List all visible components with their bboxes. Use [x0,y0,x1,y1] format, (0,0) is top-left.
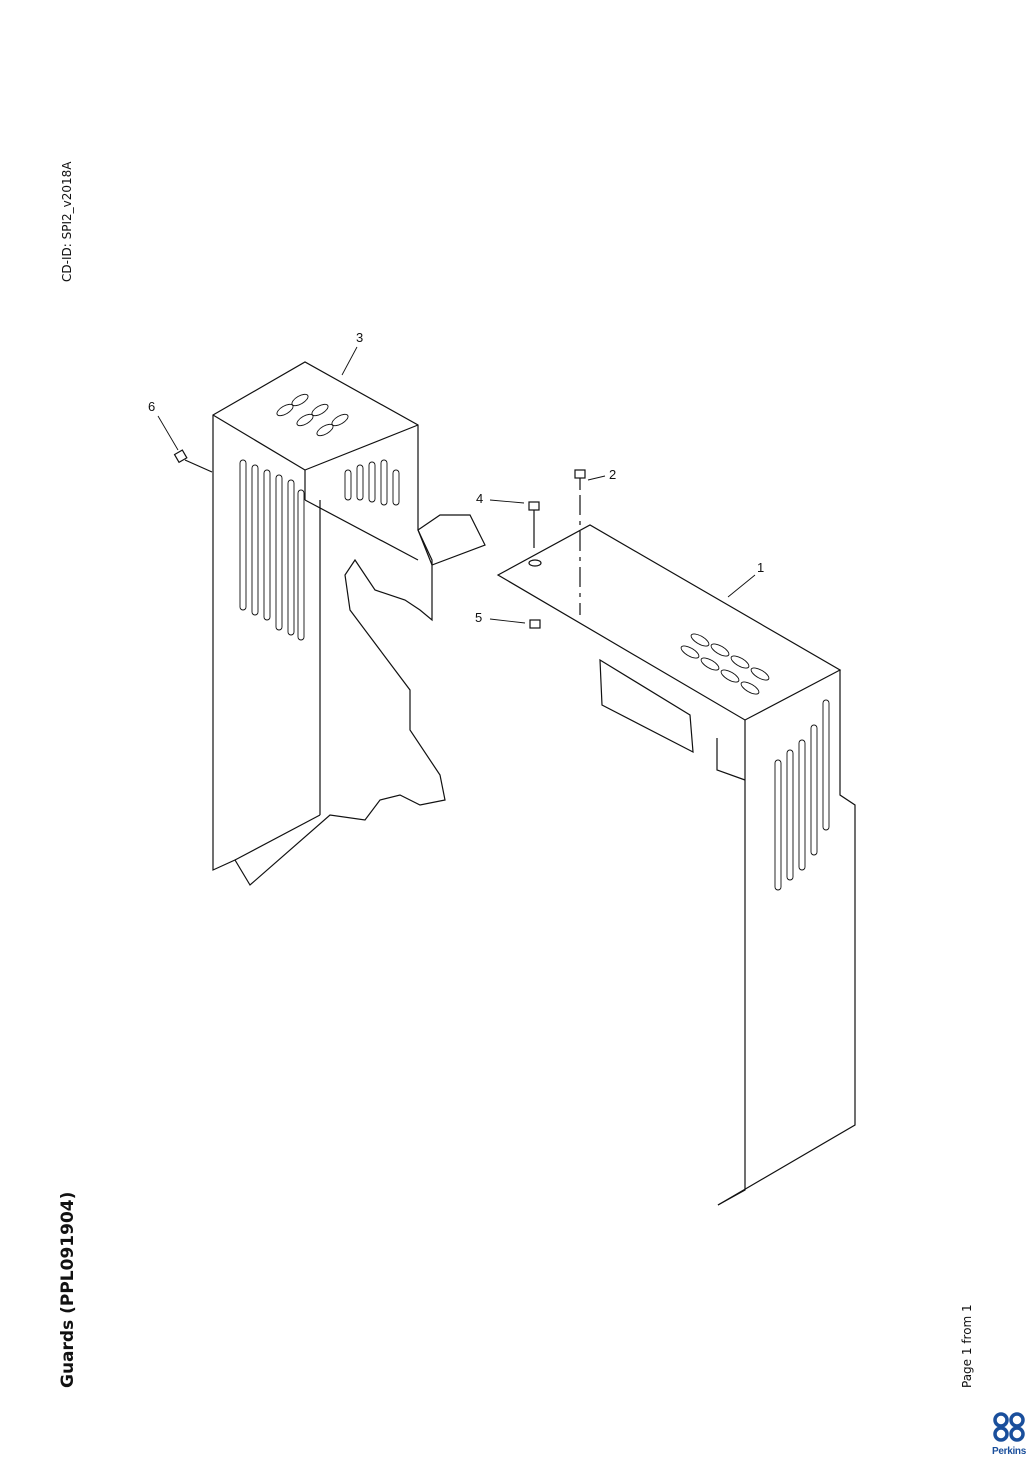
callout-2: 2 [609,467,616,482]
washer [528,559,542,567]
screw-6 [173,449,188,464]
callout-6: 6 [148,399,155,414]
bolt-4 [528,501,540,511]
callout-leaders [157,346,756,624]
callout-1: 1 [757,560,764,575]
callout-4: 4 [476,491,483,506]
callout-3: 3 [356,330,363,345]
bolt-2 [574,469,586,479]
perkins-logo-icon [993,1412,1025,1442]
fasteners [173,449,586,629]
callout-5: 5 [475,610,482,625]
nut-5 [529,619,541,629]
perkins-logo-text: Perkins [991,1446,1027,1457]
guard-right-part-1 [496,524,856,1206]
perkins-logo: Perkins [988,1412,1030,1457]
guard-left-part-3 [212,361,486,886]
